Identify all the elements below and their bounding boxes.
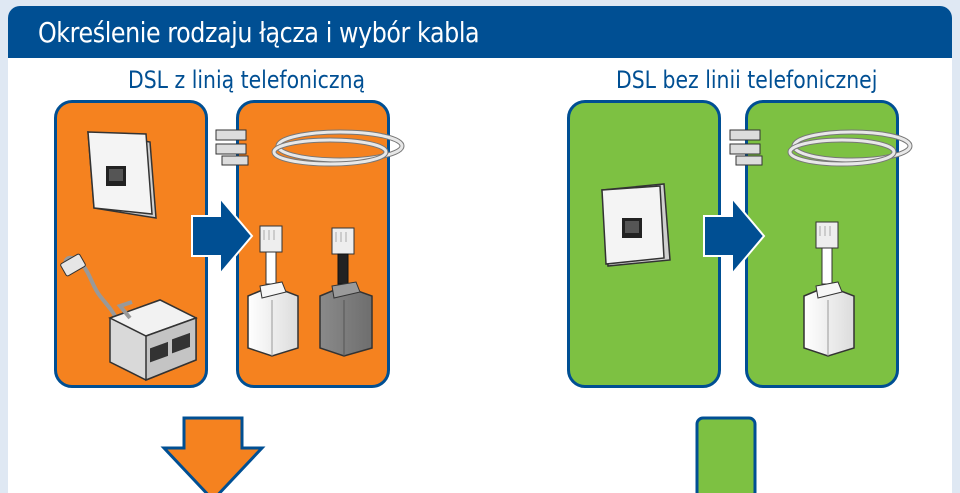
rj-cable-adapter-icon <box>319 227 373 357</box>
page-title: Określenie rodzaju łącza i wybór kabla <box>38 16 480 49</box>
column-title-with-phone: DSL z linią telefoniczną <box>128 66 366 94</box>
ethernet-cable-icon <box>729 129 913 167</box>
phone-wall-socket-icon <box>601 183 671 267</box>
header-bar: Określenie rodzaju łącza i wybór kabla <box>8 6 952 58</box>
rj-cable-adapter-icon <box>247 225 299 357</box>
dsl-splitter-icon <box>60 253 198 382</box>
green-connector-block <box>695 416 757 493</box>
arrow-right-icon <box>703 195 766 277</box>
arrow-down-icon <box>160 416 266 493</box>
column-title-without-phone: DSL bez linii telefonicznej <box>616 66 878 94</box>
arrow-right-icon <box>191 195 254 277</box>
rj-cable-adapter-icon <box>803 221 855 357</box>
phone-wall-socket-icon <box>87 131 157 219</box>
ethernet-cable-icon <box>215 129 405 167</box>
